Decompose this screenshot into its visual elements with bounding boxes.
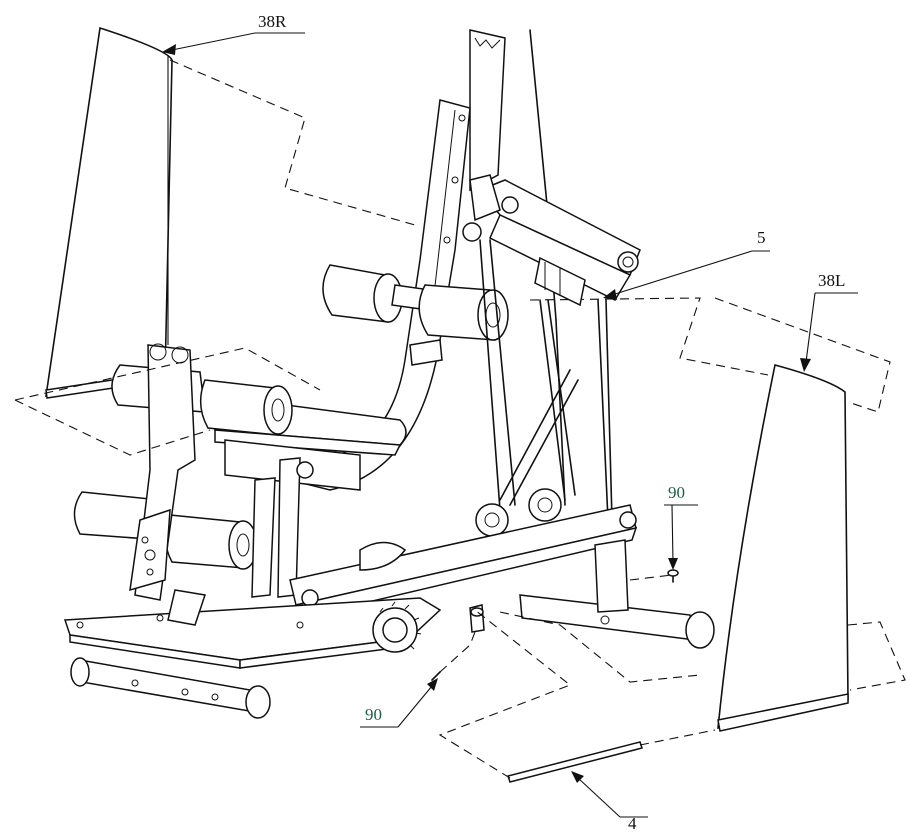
plate-pedal	[167, 589, 206, 626]
alignment-line-38l-top	[714, 297, 891, 413]
callout-4-label: 4	[628, 814, 637, 833]
callout-38l: 38L	[800, 271, 858, 372]
callout-38r-label: 38R	[258, 12, 287, 31]
side-panel-38l	[717, 364, 849, 732]
callout-90-right-label: 90	[668, 483, 685, 502]
mounting-tab	[469, 604, 485, 633]
alignment-line-seat-2	[14, 399, 211, 456]
alignment-line-screw	[439, 631, 476, 673]
main-beam	[289, 504, 638, 619]
callout-90-lower-label: 90	[365, 705, 382, 724]
pulley-rails	[479, 239, 613, 521]
front-roller-upper	[111, 364, 293, 436]
alignment-line-bolt	[499, 611, 701, 683]
callout-38r: 38R	[162, 12, 305, 55]
front-roller-lower	[73, 491, 258, 570]
alignment-line-38l-bottom	[847, 621, 906, 691]
alignment-line-bolt-2	[629, 574, 673, 581]
base-plate	[63, 597, 442, 669]
cable-pulleys	[475, 488, 562, 537]
front-foot-tube	[70, 657, 271, 719]
alignment-line-38r	[169, 59, 416, 226]
callout-38l-label: 38L	[818, 271, 845, 290]
alignment-line-seat	[14, 347, 321, 401]
callout-90-lower: 90	[360, 678, 438, 728]
geared-pulley	[372, 601, 422, 653]
callout-90-right: 90	[664, 483, 698, 570]
curved-frame-arm	[288, 99, 471, 491]
screw-90-right	[667, 569, 679, 583]
pivot-arm	[129, 343, 196, 601]
bracket-assembly-part-5	[462, 174, 641, 307]
rear-foot-tube	[519, 539, 715, 649]
alignment-line-crossbar	[438, 609, 572, 779]
seat-post	[251, 457, 314, 598]
callout-5: 5	[603, 228, 770, 300]
side-panel-38r	[45, 26, 173, 399]
callout-5-label: 5	[757, 228, 766, 247]
upright-mast	[469, 29, 566, 506]
alignment-line-crossbar-2	[639, 729, 716, 746]
callout-4: 4	[571, 771, 648, 833]
cross-bar-part-4	[507, 741, 643, 783]
alignment-line-38l	[529, 297, 769, 376]
upper-roller-pair	[322, 264, 509, 341]
screw-90-lower	[431, 671, 441, 681]
